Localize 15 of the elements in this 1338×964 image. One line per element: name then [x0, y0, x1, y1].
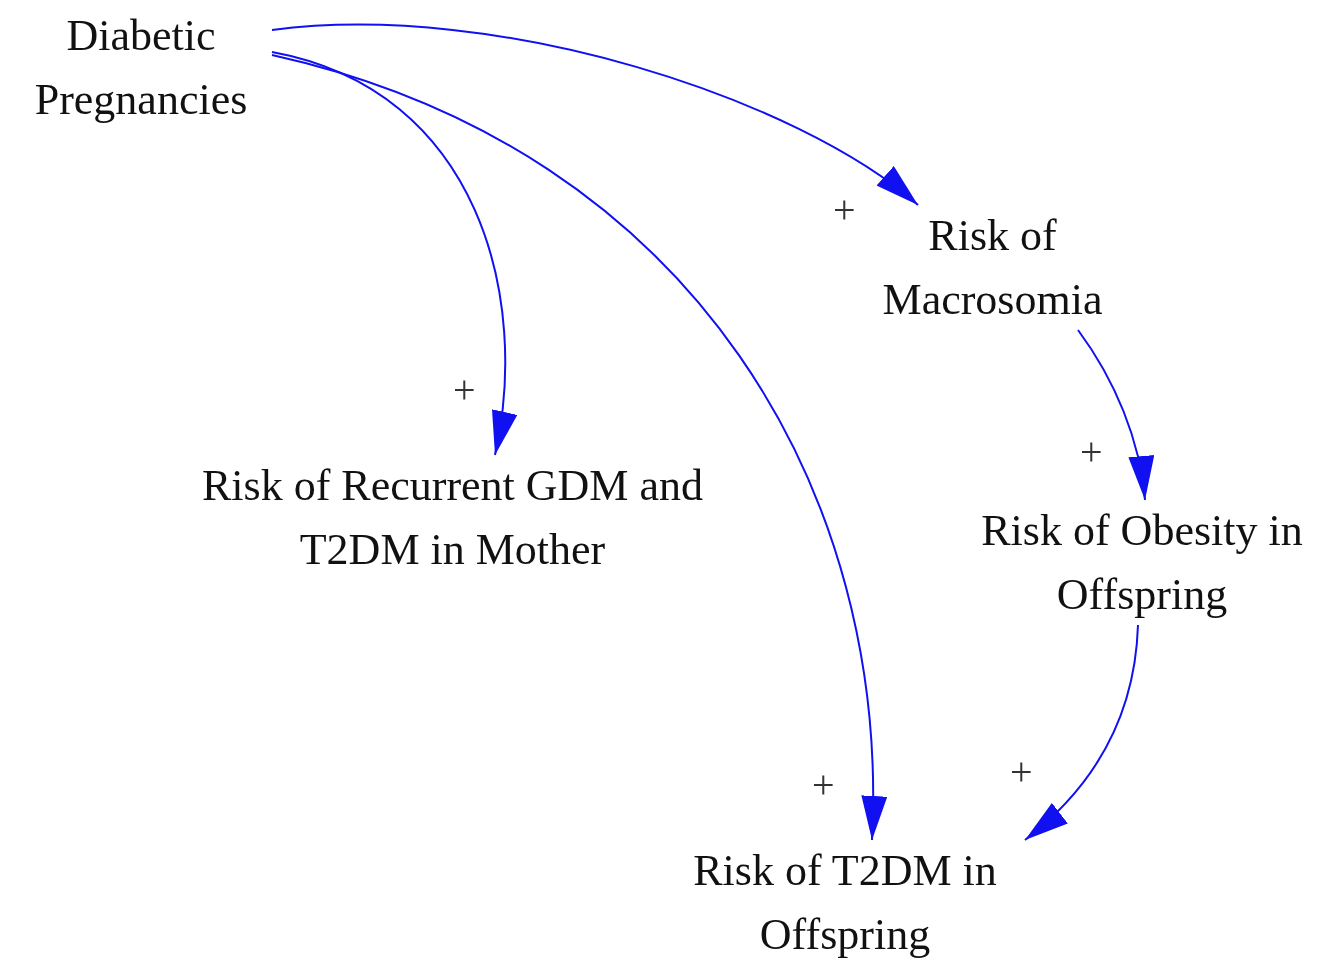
arrow: [1024, 624, 1139, 841]
edge-label: +: [1010, 752, 1033, 792]
node-label: Diabetic Pregnancies: [33, 9, 249, 126]
arrow: [271, 54, 886, 841]
edge-label: +: [1080, 432, 1103, 472]
node-label: Risk of Recurrent GDM and T2DM in Mother: [201, 459, 704, 576]
edge-label: +: [453, 370, 476, 410]
arrow: [271, 24, 919, 206]
node-label: Risk of T2DM in Offspring: [692, 844, 998, 961]
arrow: [1077, 329, 1154, 501]
node-label: Risk of Macrosomia: [881, 209, 1104, 326]
arrow: [271, 51, 516, 456]
edge-label: +: [812, 765, 835, 805]
node-label: Risk of Obesity in Offspring: [980, 504, 1304, 621]
edge-label: +: [833, 190, 856, 230]
